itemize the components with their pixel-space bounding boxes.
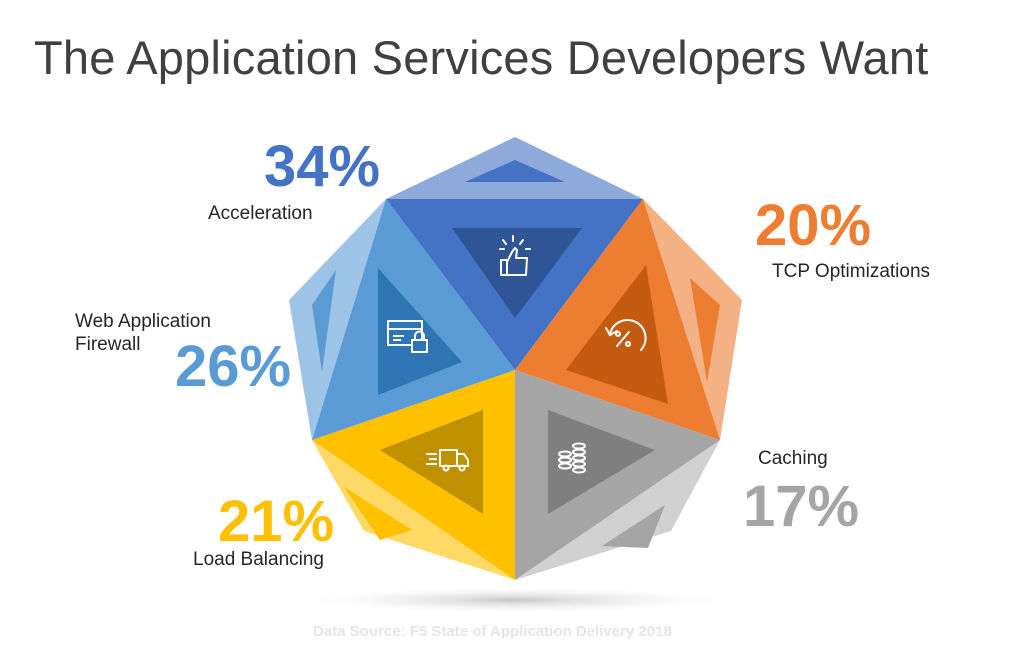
percent-refresh-icon (605, 319, 647, 351)
facet-top-inner (465, 160, 565, 182)
facet-lower-left-inner (344, 487, 412, 540)
coin-stack-icon (558, 442, 586, 474)
web-application-firewall-label: Web Application Firewall (75, 311, 240, 357)
delivery-truck-icon (426, 449, 469, 472)
web-application-firewall-percent: 26% (175, 334, 292, 399)
thumbs-up-icon (499, 235, 531, 276)
acceleration-percent: 34% (264, 134, 381, 199)
tcp-optimizations-percent: 20% (755, 193, 872, 258)
load-balancing-percent: 21% (218, 489, 335, 554)
facet-lower-right-inner (602, 505, 665, 548)
slide-title: The Application Services Developers Want (34, 31, 929, 84)
secure-card-icon (387, 320, 428, 353)
ground-shadow (285, 586, 745, 614)
data-source-note: Data Source: F5 State of Application Del… (313, 623, 672, 640)
facet-upper-left-inner (312, 270, 336, 372)
segment-acceleration (386, 199, 643, 370)
load-balancing-label: Load Balancing (193, 549, 324, 570)
facet-upper-left (289, 199, 386, 440)
web-application-firewall-label-text: Web Application Firewall (75, 311, 211, 355)
facet-upper-right (643, 199, 742, 440)
segment-caching (515, 370, 720, 580)
tcp-optimizations-label: TCP Optimizations (772, 261, 931, 282)
caching-label: Caching (758, 448, 828, 469)
acceleration-label: Acceleration (208, 203, 313, 224)
caching-percent: 17% (743, 474, 860, 539)
facet-upper-right-inner (690, 278, 720, 382)
